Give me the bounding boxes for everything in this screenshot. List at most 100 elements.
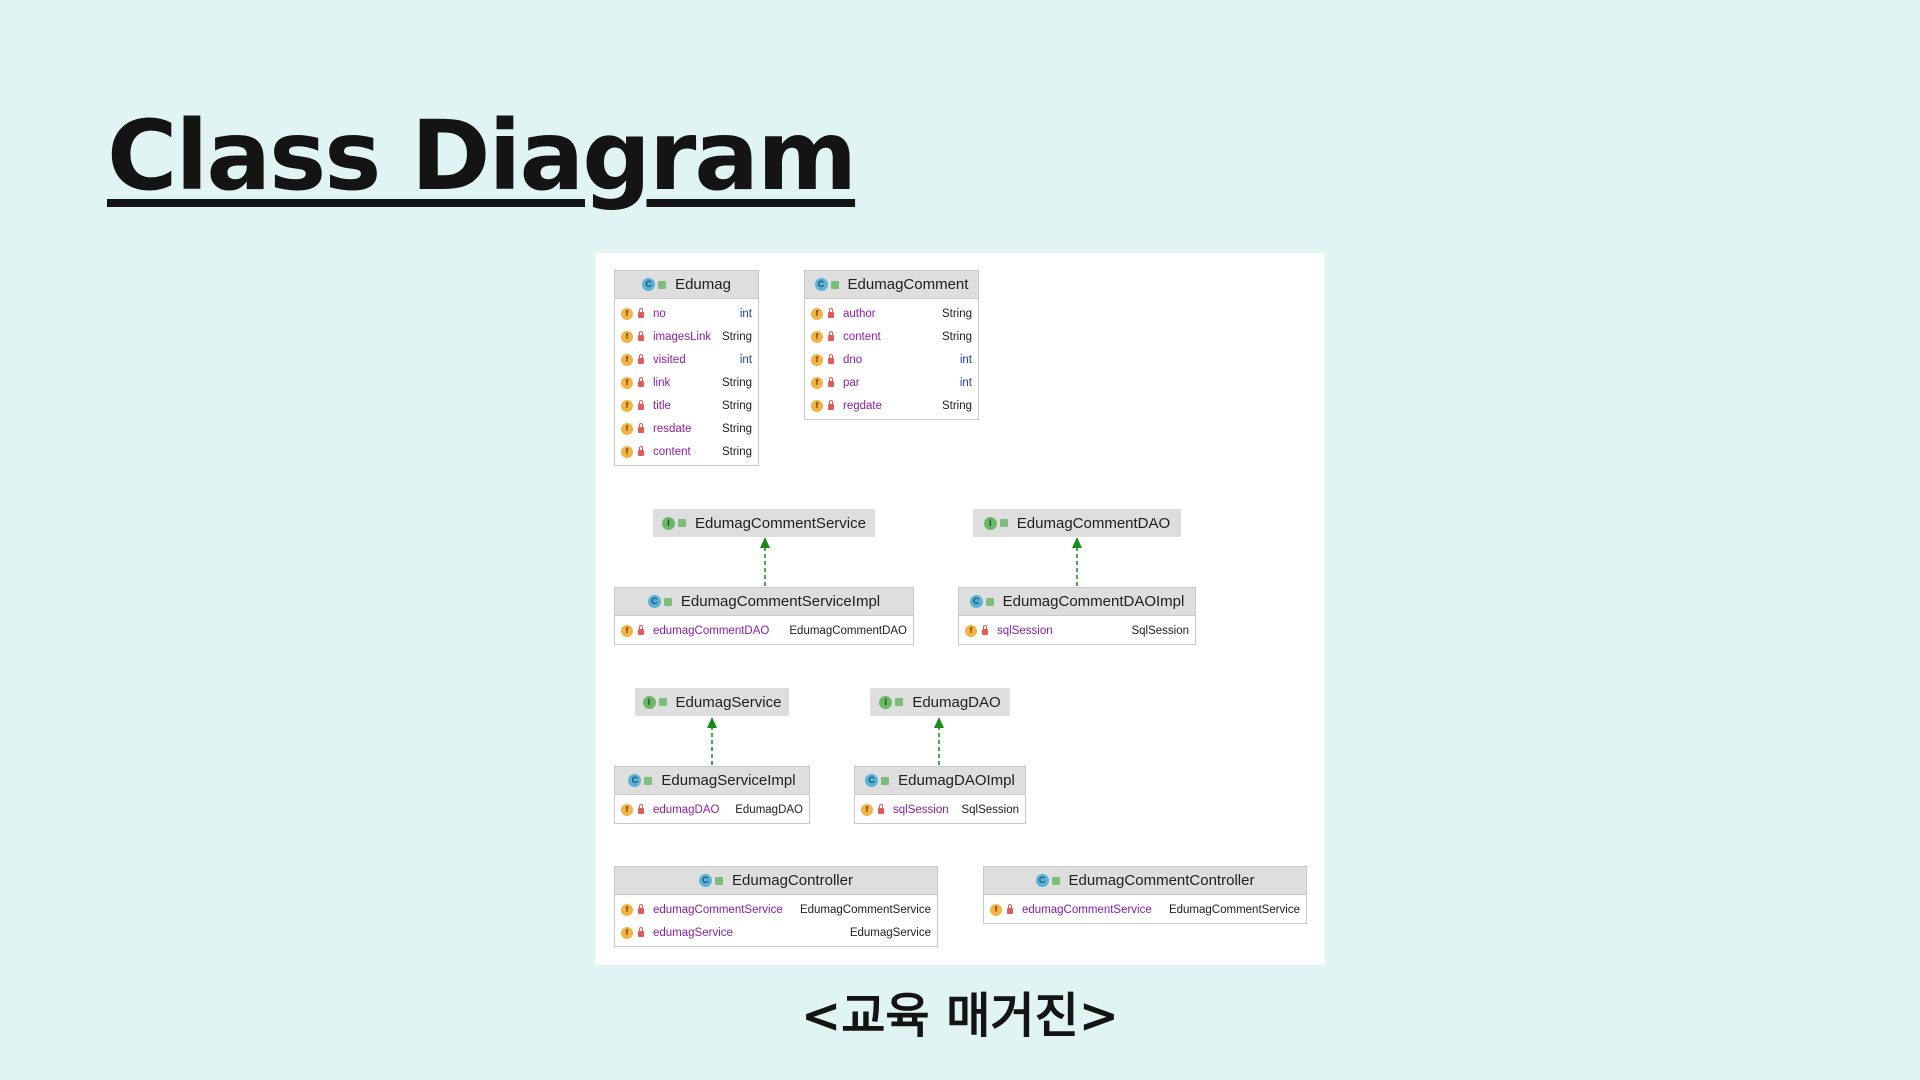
interface-icon: I bbox=[879, 695, 893, 709]
package-icon bbox=[658, 280, 667, 289]
field-type: SqlSession bbox=[1131, 624, 1189, 637]
field-name: visited bbox=[653, 353, 686, 366]
field-type: String bbox=[721, 376, 752, 389]
field-type: EdumagCommentDAO bbox=[789, 624, 907, 637]
interface-name: EdumagCommentDAO bbox=[1016, 514, 1171, 532]
lock-icon bbox=[638, 926, 644, 937]
class-box-edumag-service-impl: C EdumagServiceImpl f edumagDAO EdumagDAO bbox=[614, 766, 810, 824]
field-name: edumagCommentService bbox=[653, 903, 783, 916]
lock-icon bbox=[828, 307, 834, 318]
field-type: EdumagDAO bbox=[735, 803, 803, 816]
field-type: int bbox=[959, 376, 972, 389]
field-icon: f bbox=[811, 399, 823, 412]
field-name: link bbox=[653, 376, 671, 389]
class-icon: C bbox=[699, 874, 713, 887]
lock-icon bbox=[638, 903, 644, 914]
field-type: String bbox=[721, 330, 752, 343]
lock-icon bbox=[638, 624, 644, 635]
interface-header: I EdumagCommentService bbox=[653, 509, 875, 537]
caption: <교육 매거진> bbox=[801, 988, 1119, 1044]
class-icon: C bbox=[647, 595, 661, 608]
field-type: String bbox=[721, 445, 752, 458]
lock-icon bbox=[638, 376, 644, 387]
class-header: C EdumagComment bbox=[805, 271, 978, 299]
lock-icon bbox=[828, 353, 834, 364]
lock-icon bbox=[828, 399, 834, 410]
class-icon: C bbox=[865, 774, 879, 787]
field-type: String bbox=[941, 307, 972, 320]
field-type: int bbox=[959, 353, 972, 366]
field-row: f imagesLink String bbox=[615, 325, 758, 348]
class-name: EdumagDAOImpl bbox=[898, 772, 1015, 789]
arrowhead-dao bbox=[934, 717, 944, 728]
package-icon bbox=[1051, 876, 1060, 885]
interface-name: EdumagCommentService bbox=[695, 514, 866, 532]
field-row: f sqlSession SqlSession bbox=[959, 619, 1195, 642]
field-type: String bbox=[941, 330, 972, 343]
interface-icon: I bbox=[662, 516, 676, 530]
field-name: content bbox=[843, 330, 881, 343]
field-name: no bbox=[653, 307, 666, 320]
lock-icon bbox=[1007, 903, 1013, 914]
arrowhead-service bbox=[707, 717, 717, 728]
field-type: String bbox=[721, 399, 752, 412]
field-type: EdumagService bbox=[849, 926, 931, 939]
package-icon bbox=[999, 519, 1008, 527]
field-name: imagesLink bbox=[653, 330, 712, 343]
field-icon: f bbox=[811, 376, 823, 389]
class-name: EdumagComment bbox=[847, 276, 969, 293]
field-icon: f bbox=[621, 903, 633, 916]
interface-box-edumag-comment-service: I EdumagCommentService bbox=[653, 509, 875, 537]
field-type: SqlSession bbox=[961, 803, 1019, 816]
package-icon bbox=[663, 597, 672, 606]
field-icon: f bbox=[621, 803, 633, 816]
class-icon: C bbox=[628, 774, 642, 787]
field-row: f link String bbox=[615, 371, 758, 394]
interface-box-edumag-comment-dao: I EdumagCommentDAO bbox=[973, 509, 1181, 537]
field-name: sqlSession bbox=[997, 624, 1053, 637]
field-icon: f bbox=[621, 445, 633, 458]
class-name: EdumagCommentDAOImpl bbox=[1002, 593, 1185, 610]
package-icon bbox=[985, 597, 994, 606]
class-header: C EdumagServiceImpl bbox=[615, 767, 809, 795]
field-icon: f bbox=[621, 376, 633, 389]
lock-icon bbox=[638, 445, 644, 456]
field-name: regdate bbox=[843, 399, 883, 412]
field-icon: f bbox=[965, 624, 977, 637]
field-type: EdumagCommentService bbox=[799, 903, 931, 916]
package-icon bbox=[644, 776, 653, 785]
package-icon bbox=[830, 280, 839, 289]
package-icon bbox=[715, 876, 724, 885]
lock-icon bbox=[638, 399, 644, 410]
class-header: C EdumagCommentDAOImpl bbox=[959, 588, 1195, 616]
field-name: edumagDAO bbox=[653, 803, 720, 816]
interface-header: I EdumagCommentDAO bbox=[973, 509, 1181, 537]
arrowhead-comment-service bbox=[760, 537, 770, 548]
field-name: content bbox=[653, 445, 691, 458]
field-name: sqlSession bbox=[893, 803, 949, 816]
class-header: C Edumag bbox=[615, 271, 758, 299]
field-name: edumagService bbox=[653, 926, 733, 939]
field-name: par bbox=[843, 376, 860, 389]
field-icon: f bbox=[621, 330, 633, 343]
field-icon: f bbox=[621, 307, 633, 320]
field-icon: f bbox=[621, 353, 633, 366]
interface-name: EdumagDAO bbox=[912, 693, 1001, 711]
field-type: int bbox=[739, 307, 752, 320]
field-type: String bbox=[721, 422, 752, 435]
class-icon: C bbox=[1035, 874, 1049, 887]
lock-icon bbox=[638, 803, 644, 814]
lock-icon bbox=[638, 330, 644, 341]
interface-box-edumag-service: I EdumagService bbox=[635, 688, 789, 716]
field-icon: f bbox=[621, 624, 633, 637]
